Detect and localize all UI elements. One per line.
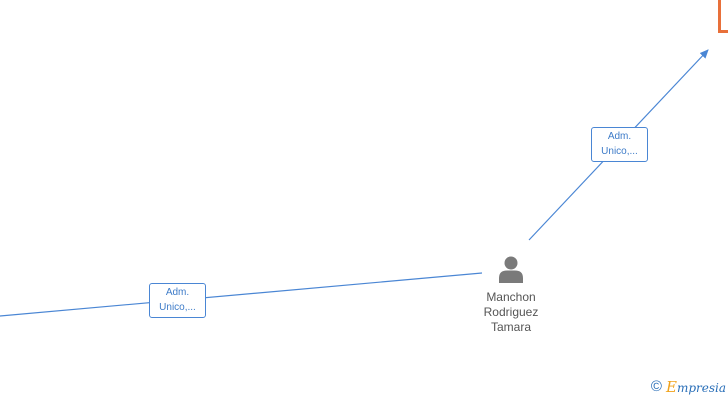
- person-name-line-1: Manchon: [486, 290, 536, 304]
- person-icon: [499, 256, 523, 283]
- empresia-watermark: © Empresia: [651, 377, 726, 397]
- person-name: Manchon Rodriguez Tamara: [470, 290, 552, 335]
- brand-initial: E: [665, 377, 677, 396]
- edge-label-line-1: Adm.: [165, 287, 190, 298]
- edge-label-upper-right[interactable]: Adm. Unico,...: [591, 127, 648, 162]
- edge-label-line-1: Adm.: [607, 131, 632, 142]
- person-name-line-3: Tamara: [490, 320, 531, 334]
- brand-logo: Empresia: [666, 377, 726, 398]
- edge-line-left: [0, 272, 483, 317]
- copyright-icon: ©: [650, 378, 662, 395]
- edge-label-line-2: Unico,...: [601, 146, 638, 157]
- edge-label-line-2: Unico,...: [159, 302, 196, 313]
- brand-rest: mpresia: [676, 380, 726, 395]
- person-name-line-2: Rodriguez: [483, 305, 539, 319]
- company-node-edge[interactable]: [718, 0, 728, 33]
- person-node[interactable]: Manchon Rodriguez Tamara: [470, 254, 552, 335]
- edge-label-left[interactable]: Adm. Unico,...: [149, 283, 206, 318]
